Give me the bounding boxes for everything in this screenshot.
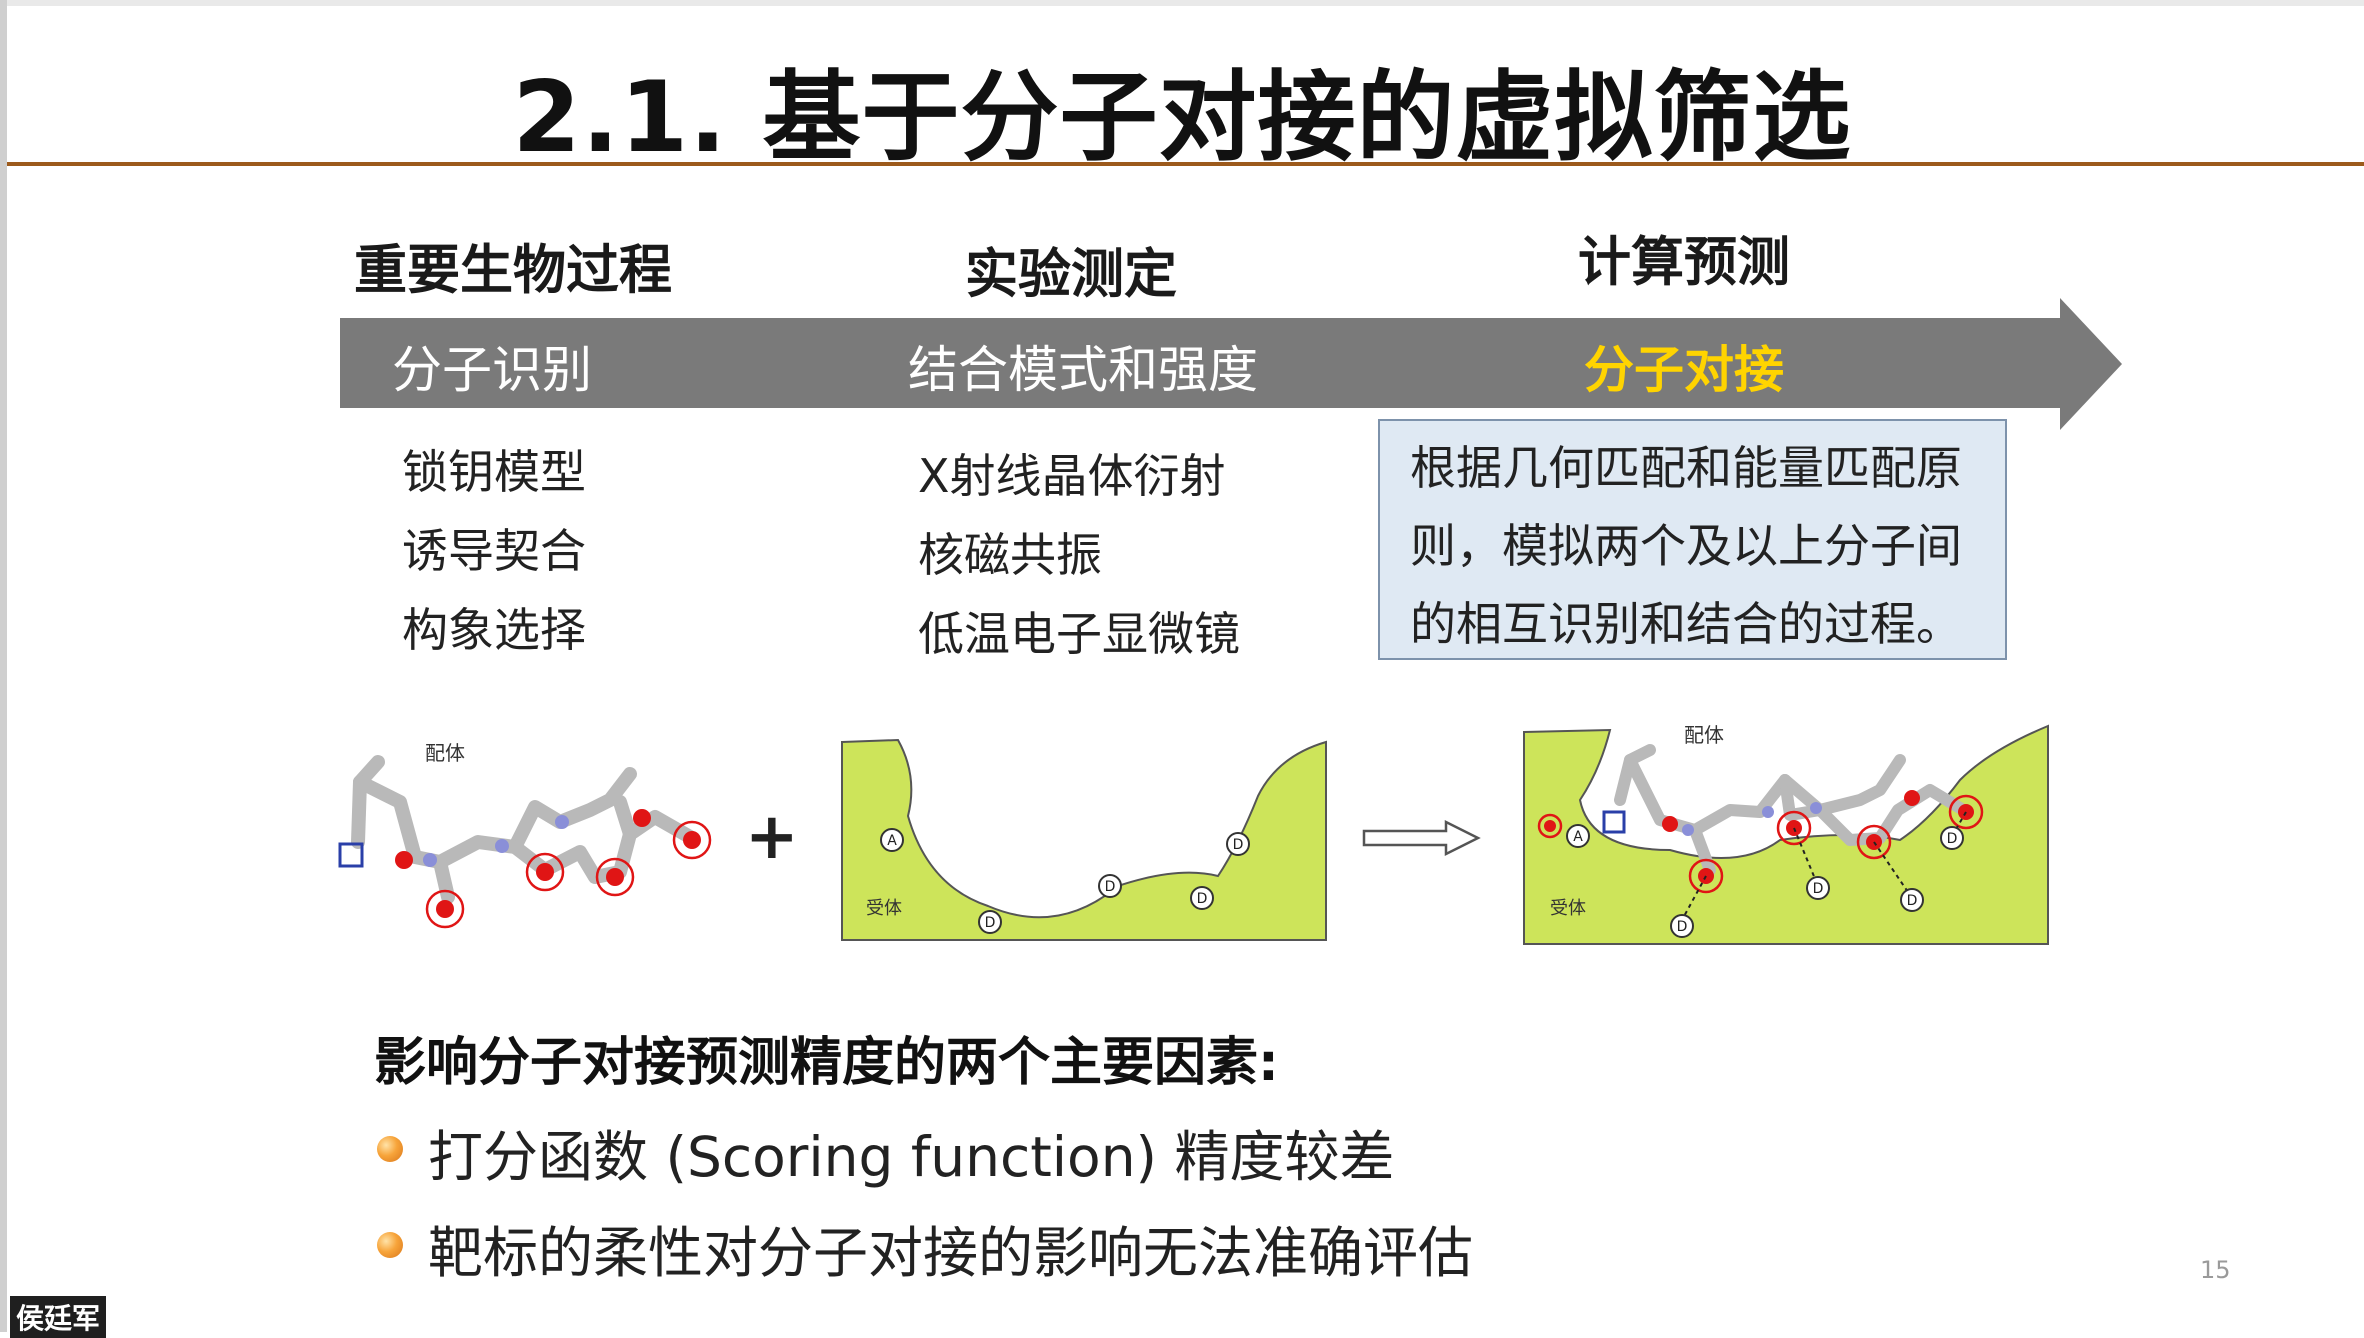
list-item: 核磁共振 [918,528,1102,582]
site-a-label: A [887,833,897,849]
page-number: 15 [2200,1256,2231,1284]
column-heading-experiment: 实验测定 [965,244,1177,305]
docking-definition-box: 根据几何匹配和能量匹配原 则，模拟两个及以上分子间 的相互识别和结合的过程。 [1378,419,2007,660]
window-top-edge [0,0,2364,6]
ligand-label: 配体 [425,741,465,765]
factor-item: 打分函数 (Scoring function) 精度较差 [428,1125,1395,1189]
plus-sign: + [745,800,799,874]
presenter-name-tag: 侯廷军 [10,1296,107,1338]
list-item: 锁钥模型 [402,445,586,499]
site-d-label: D [1947,831,1958,847]
site-a-label: A [1573,829,1583,845]
definition-line: 根据几何匹配和能量匹配原 [1410,441,1962,495]
list-item: 构象选择 [402,603,586,657]
factors-title: 影响分子对接预测精度的两个主要因素: [374,1033,1279,1093]
column-heading-computation: 计算预测 [1578,232,1790,293]
definition-line: 则，模拟两个及以上分子间 [1410,519,1962,573]
definition-line: 的相互识别和结合的过程。 [1410,597,1962,651]
site-d-label: D [985,915,996,931]
list-item: 低温电子显微镜 [918,607,1240,661]
site-d-label: D [1677,919,1688,935]
band-arrow-head-icon [2060,298,2122,430]
site-d-label: D [1105,879,1116,895]
site-d-label: D [1813,881,1824,897]
band-label-molecular-recognition: 分子识别 [392,341,592,399]
site-d-label: D [1233,837,1244,853]
orange-circle-bullet-icon [377,1136,403,1162]
ligand-label: 配体 [1684,723,1724,747]
band-label-binding-mode: 结合模式和强度 [908,341,1258,399]
list-item: X射线晶体衍射 [918,449,1226,503]
orange-circle-bullet-icon [377,1232,403,1258]
receptor-label: 受体 [1550,898,1586,919]
list-item: 诱导契合 [402,524,586,578]
factor-item: 靶标的柔性对分子对接的影响无法准确评估 [428,1221,1474,1285]
site-d-label: D [1907,893,1918,909]
band-label-molecular-docking: 分子对接 [1584,341,1784,399]
site-d-label: D [1197,891,1208,907]
column-heading-biological-process: 重要生物过程 [354,240,672,301]
title-rule [7,162,2364,166]
hollow-right-arrow-icon [1362,819,1481,857]
ligand-diagram: 配体 [338,741,712,929]
window-left-edge [0,0,7,1332]
slide-title: 2.1. 基于分子对接的虚拟筛选 [512,61,1852,175]
receptor-diagram: A D D D D 受体 [841,738,1327,941]
complex-diagram: A D D D D 配体 受体 [1523,723,2049,945]
receptor-label: 受体 [866,898,902,919]
process-arrow-band [340,318,2060,408]
